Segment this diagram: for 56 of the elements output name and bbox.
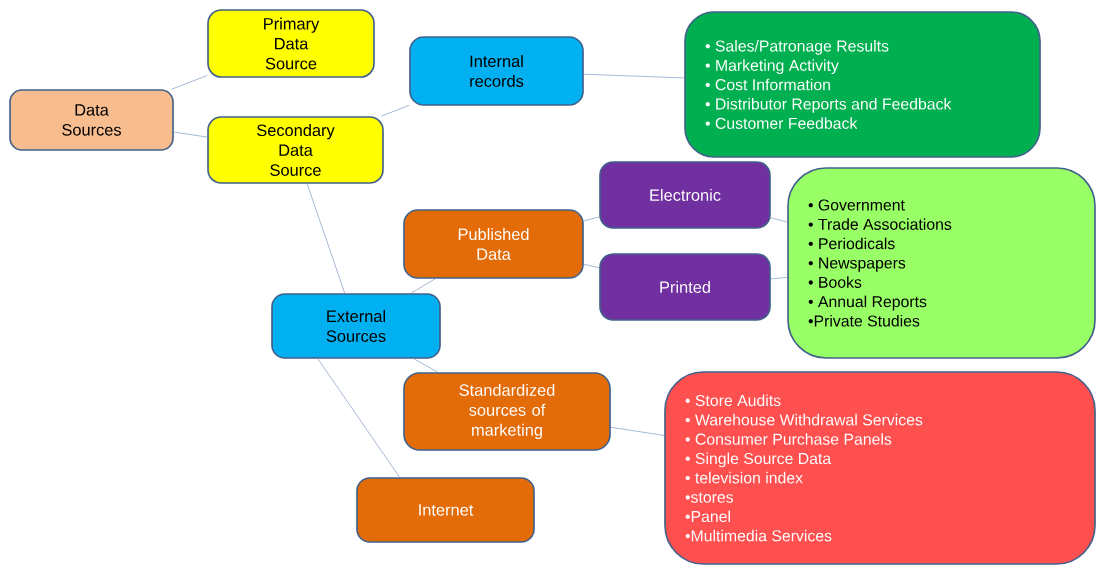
list-item: • Annual Reports: [808, 295, 927, 311]
rounded-box: [207, 9, 375, 78]
connector-line: [770, 217, 788, 223]
rounded-box: [409, 36, 584, 106]
rounded-box: [356, 477, 535, 543]
connector-line: [171, 75, 208, 90]
list-item: • Store Audits: [685, 394, 781, 407]
connector-line: [317, 358, 400, 478]
list-item: • Newspapers: [808, 257, 906, 272]
box-label: Secondary Data Source: [257, 124, 335, 176]
rounded-box: [684, 11, 1041, 158]
list-item: • Cost Information: [705, 78, 830, 91]
list-item: •Panel: [685, 510, 730, 523]
connector-line: [610, 426, 665, 436]
connector-line: [413, 358, 438, 373]
list-item: •stores: [685, 492, 734, 503]
list-item: • television index: [685, 471, 803, 484]
connector-line: [583, 263, 600, 269]
box-label: External Sources: [326, 310, 386, 342]
rounded-box: [207, 116, 384, 184]
connector-line: [770, 277, 788, 280]
box-label: Primary Data Source: [264, 17, 320, 70]
list-item: • Government: [808, 199, 905, 211]
list-item: • Distributor Reports and Feedback: [705, 98, 952, 113]
list-item: • Trade Associations: [808, 218, 952, 230]
connector-line: [583, 216, 600, 222]
rounded-box: [664, 371, 1096, 565]
connector-line: [410, 278, 436, 294]
list-item: •Private Studies: [808, 314, 920, 327]
box-label: Electronic: [650, 188, 721, 201]
list-item: • Consumer Purchase Panels: [685, 433, 892, 445]
list-item: •Multimedia Services: [685, 529, 832, 542]
box-label: Data Sources: [62, 104, 121, 136]
rounded-box: [599, 253, 771, 321]
rounded-box: [599, 161, 771, 229]
box-label: Standardized sources of marketing: [459, 383, 555, 440]
connector-line: [173, 131, 208, 138]
list-item: • Single Source Data: [685, 452, 832, 468]
box-label: Printed: [660, 280, 710, 293]
connector-line: [381, 104, 410, 117]
list-item: • Periodicals: [808, 237, 895, 250]
connector-line: [583, 73, 685, 79]
list-item: • Sales/Patronage Results: [705, 40, 889, 55]
list-item: • Marketing Activity: [705, 59, 839, 75]
rounded-box: [403, 209, 584, 279]
list-item: • Customer Feedback: [705, 117, 858, 129]
box-label: Internet: [419, 504, 474, 516]
rounded-box: [9, 89, 174, 151]
rounded-box: [271, 293, 441, 359]
box-label: Published Data: [458, 228, 529, 260]
rounded-box: [787, 167, 1096, 359]
connector-line: [306, 183, 346, 294]
rounded-box: [403, 372, 611, 451]
list-item: • Warehouse Withdrawal Services: [685, 413, 923, 426]
box-label: Internal records: [470, 55, 524, 87]
list-item: • Books: [808, 276, 862, 288]
